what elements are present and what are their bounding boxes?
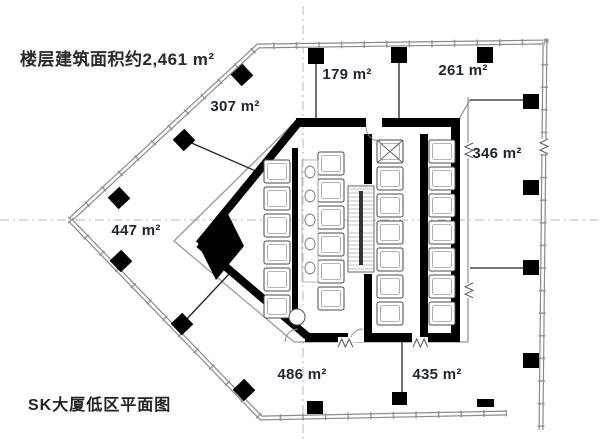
toilet-fixture [288,308,306,326]
elevator-bank-a [263,159,291,319]
door-break-symbols [337,138,550,349]
drawing-title: SK大厦低区平面图 [28,397,172,414]
core-walls [195,118,460,342]
columns-diamond [107,63,256,402]
door-swing-arc [284,328,299,343]
area-label-307: 307 m² [210,98,260,115]
area-label-435: 435 m² [412,366,462,383]
core [195,118,460,343]
total-area-title: 楼层建筑面积约2,461 m² [20,50,215,69]
area-label-447: 447 m² [111,222,161,239]
shaft-cross-mark [376,139,404,164]
area-label-486: 486 m² [277,366,327,383]
axis-centerlines [0,6,600,442]
elevator-bank-c [376,139,404,326]
area-label-261: 261 m² [438,62,488,79]
stairwell [347,185,375,273]
zone-partitions [183,63,523,400]
area-label-346: 346 m² [472,145,522,162]
columns-square [307,47,539,414]
inner-boundary [173,97,471,343]
core-tip-stair-mass [198,210,244,280]
area-label-179: 179 m² [322,66,372,83]
restroom-strip [284,159,319,343]
elevator-bank-b [317,151,345,311]
elevator-bank-d [428,139,456,326]
building-outline [67,38,549,431]
